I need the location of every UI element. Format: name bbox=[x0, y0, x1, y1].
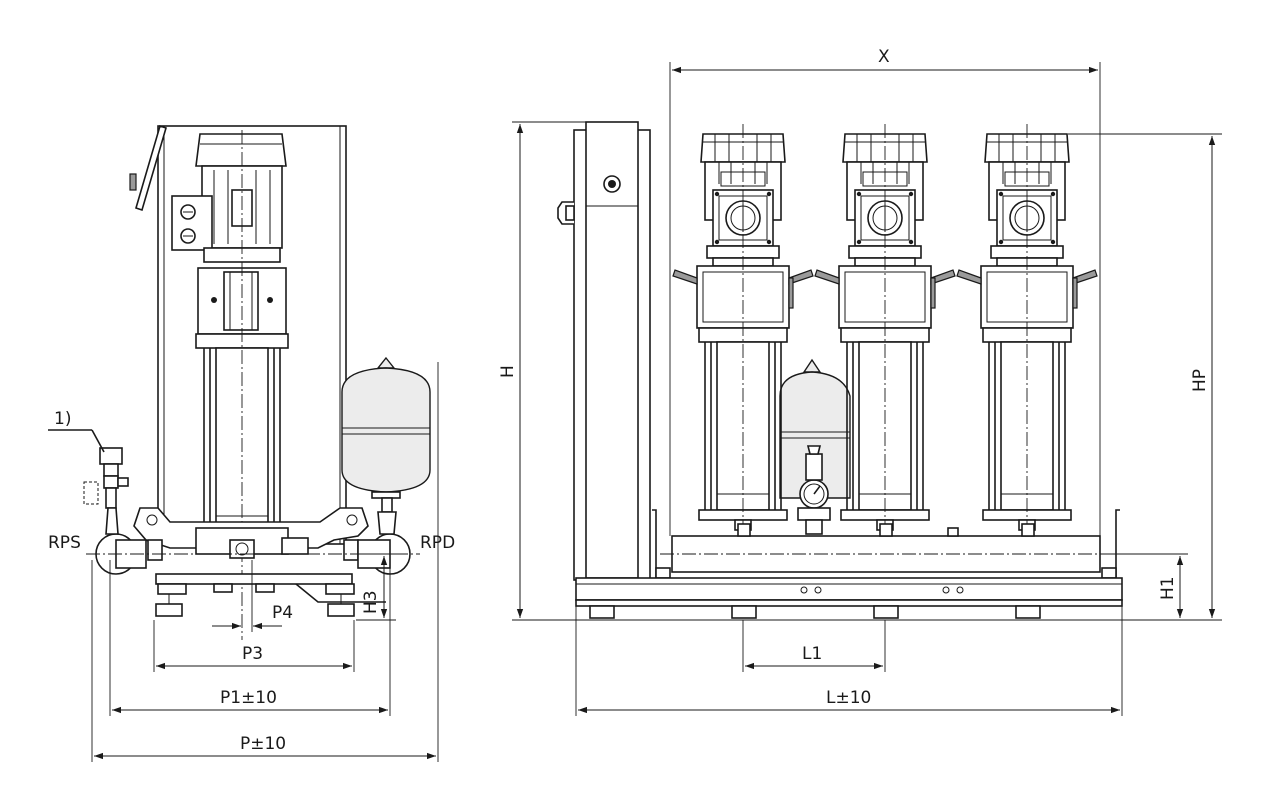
l1-label: L1 bbox=[802, 644, 822, 664]
h-label: H bbox=[498, 365, 518, 378]
dimension-labels: 1) RPS RPD H3 P4 P3 P1±10 P±10 X H HP H1… bbox=[48, 47, 1210, 754]
p1-label: P1±10 bbox=[220, 688, 277, 708]
rpd-label: RPD bbox=[420, 533, 455, 553]
x-label: X bbox=[878, 47, 890, 67]
l-label: L±10 bbox=[826, 688, 871, 708]
front-view bbox=[557, 121, 1186, 619]
side-view bbox=[48, 124, 431, 640]
hp-label: HP bbox=[1190, 369, 1210, 392]
h1-label: H1 bbox=[1158, 576, 1178, 600]
p-label: P±10 bbox=[240, 734, 286, 754]
h3-label: H3 bbox=[361, 590, 381, 614]
p4-label: P4 bbox=[272, 603, 293, 623]
p3-label: P3 bbox=[242, 644, 263, 664]
front-view-dimensions bbox=[512, 62, 1222, 716]
side-view-dimensions bbox=[91, 362, 439, 762]
rps-label: RPS bbox=[48, 533, 81, 553]
note-1-label: 1) bbox=[54, 409, 71, 429]
